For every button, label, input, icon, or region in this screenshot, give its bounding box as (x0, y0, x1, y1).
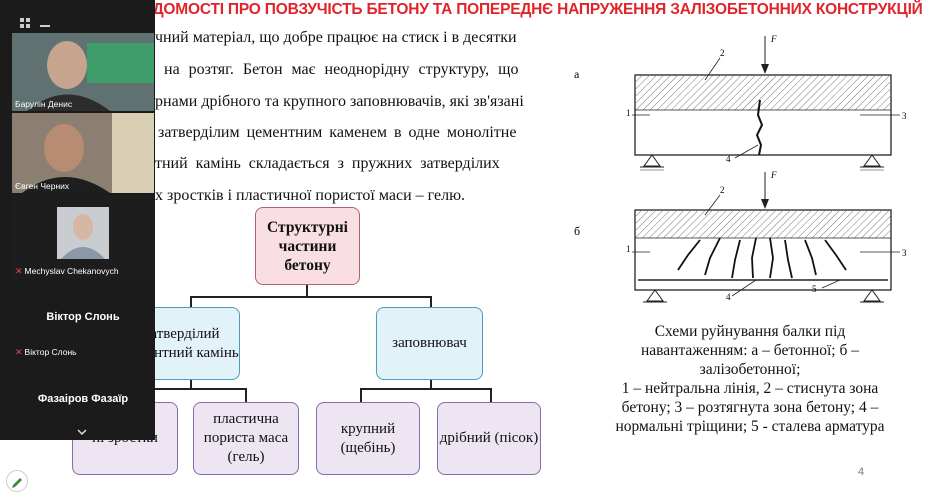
chevron-down-icon[interactable] (76, 424, 88, 436)
connector (190, 296, 192, 308)
diagram-leaf-box: дрібний (пісок) (437, 402, 541, 475)
participant-avatar-name: Фазаіров Фазаїр (37, 393, 129, 405)
marker-4: 4 (726, 154, 731, 164)
force-label-a: F (770, 34, 777, 44)
diagram-leaf-label: крупний (щебінь) (340, 420, 396, 456)
connector (360, 388, 362, 402)
slide-page-number: 4 (858, 466, 865, 478)
diagram-leaf-box: крупний (щебінь) (316, 402, 420, 475)
slide-title: ЗАГАЛЬНІ ВІДОМОСТІ ПРО ПОВЗУЧІСТЬ БЕТОНУ… (57, 1, 923, 18)
diagram-root-label: Структурні частини бетону (267, 218, 348, 274)
participant-name: Євген Черних (15, 181, 70, 191)
caption-line: нормальні тріщини; 5 - сталева арматура (615, 418, 885, 435)
diagram-cement-stone-label: атверділий ементний камінь (131, 325, 239, 361)
marker-5: 5 (812, 284, 817, 294)
participant-video-tile[interactable]: Євген Черних (12, 113, 154, 193)
paragraph-line-1: чний матеріал, що добре працює на стиск … (155, 29, 517, 46)
paragraph-line-2: на розтяг. Бетон має неоднорідну структу… (164, 61, 519, 78)
marker-1: 1 (626, 244, 631, 254)
caption-line: залізобетонної; (699, 361, 801, 378)
diagram-leaf-label: пластична пориста маса (гель) (203, 411, 289, 465)
figure-caption: Схеми руйнування балки під навантаженням… (590, 322, 910, 436)
panel-toolbar (12, 9, 154, 33)
participant-video-tile[interactable]: Барулін Денис (12, 33, 154, 111)
connector (430, 296, 432, 308)
participants-panel: Барулін Денис Євген Черних ✕Mechyslav Ch… (0, 0, 155, 440)
annotation-pen-button[interactable] (6, 470, 28, 492)
paragraph-line-4: затверділим цементним каменем в одне мон… (158, 124, 517, 141)
figure-label-a: а (574, 67, 580, 81)
diagram-aggregate-box: заповнювач (376, 307, 483, 380)
connector (190, 380, 192, 388)
marker-2: 2 (720, 185, 725, 195)
connector (490, 388, 492, 402)
paragraph-line-3: рнами дрібного та крупного заповнювачів,… (155, 93, 524, 110)
muted-mic-icon: ✕ (15, 347, 23, 357)
muted-mic-icon: ✕ (15, 266, 23, 276)
diagram-leaf-box: пластична пориста маса (гель) (193, 402, 299, 475)
participant-tile-footer[interactable]: ✕Віктор Слонь (12, 342, 154, 360)
participant-avatar-name: Віктор Слонь (46, 311, 120, 323)
participant-name: ✕Mechyslav Chekanovych (15, 266, 119, 276)
caption-line: бетону; 3 – розтягнута зона бетону; 4 – (621, 399, 879, 416)
connector (190, 296, 430, 298)
beam-b: F 2 1 3 4 5 (626, 170, 907, 303)
minimize-icon[interactable] (40, 15, 50, 27)
marker-4: 4 (726, 292, 731, 302)
connector (430, 380, 432, 388)
caption-line: Схеми руйнування балки під (654, 323, 846, 340)
paragraph-line-6: х зростків і пластичної пористої маси – … (155, 187, 466, 204)
beam-a: F 2 1 3 4 (626, 34, 907, 171)
diagram-root-box: Структурні частини бетону (255, 207, 360, 285)
figure-label-b: б (574, 224, 580, 238)
marker-1: 1 (626, 108, 631, 118)
force-label-b: F (770, 170, 777, 180)
video-frame (12, 113, 154, 193)
caption-line: 1 – нейтральна лінія, 2 – стиснута зона (621, 380, 879, 397)
marker-3: 3 (902, 111, 907, 121)
participant-video-tile[interactable]: ✕Mechyslav Chekanovych (12, 195, 154, 279)
paragraph-line-5: тний камінь складається з пружних затвер… (155, 155, 500, 172)
marker-3: 3 (902, 248, 907, 258)
connector (245, 388, 247, 402)
connector (110, 388, 245, 390)
diagram-aggregate-label: заповнювач (392, 335, 467, 351)
beam-failure-figure: а F 2 1 3 4 б (574, 34, 907, 303)
pen-icon (12, 478, 22, 488)
connector (306, 285, 308, 297)
connector (360, 388, 490, 390)
marker-2: 2 (720, 48, 725, 58)
participant-name: ✕Віктор Слонь (15, 347, 77, 357)
gallery-view-icon[interactable] (20, 15, 30, 28)
diagram-leaf-label: дрібний (пісок) (439, 430, 539, 446)
caption-line: навантаженням: а – бетонної; б – (641, 342, 859, 359)
video-frame (57, 207, 109, 259)
video-frame (12, 33, 154, 111)
participant-name: Барулін Денис (15, 99, 73, 109)
